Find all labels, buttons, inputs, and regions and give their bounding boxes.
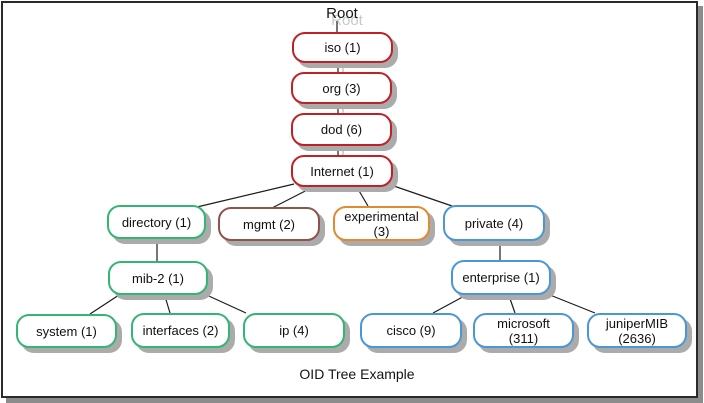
node-org: org (3) bbox=[291, 72, 392, 104]
root-label: Root bbox=[326, 5, 358, 22]
node-microsoft: microsoft (311) bbox=[473, 313, 574, 348]
node-interfaces: interfaces (2) bbox=[131, 313, 230, 348]
node-iso: iso (1) bbox=[292, 32, 393, 63]
node-cisco: cisco (9) bbox=[360, 313, 462, 348]
node-dod: dod (6) bbox=[291, 113, 392, 146]
node-ip: ip (4) bbox=[243, 313, 345, 348]
diagram-frame bbox=[1, 1, 698, 398]
node-enterprise: enterprise (1) bbox=[451, 260, 551, 295]
diagram-caption: OID Tree Example bbox=[299, 366, 415, 382]
node-mgmt: mgmt (2) bbox=[218, 207, 320, 241]
node-private: private (4) bbox=[443, 205, 545, 241]
node-internet: Internet (1) bbox=[291, 155, 393, 187]
root-label-shadow: Root bbox=[331, 12, 363, 29]
node-system: system (1) bbox=[16, 314, 117, 348]
node-junipermib: juniperMIB (2636) bbox=[587, 313, 687, 348]
node-directory: directory (1) bbox=[107, 205, 206, 239]
node-experimental: experimental (3) bbox=[333, 206, 430, 241]
node-mib2: mib-2 (1) bbox=[108, 261, 208, 295]
